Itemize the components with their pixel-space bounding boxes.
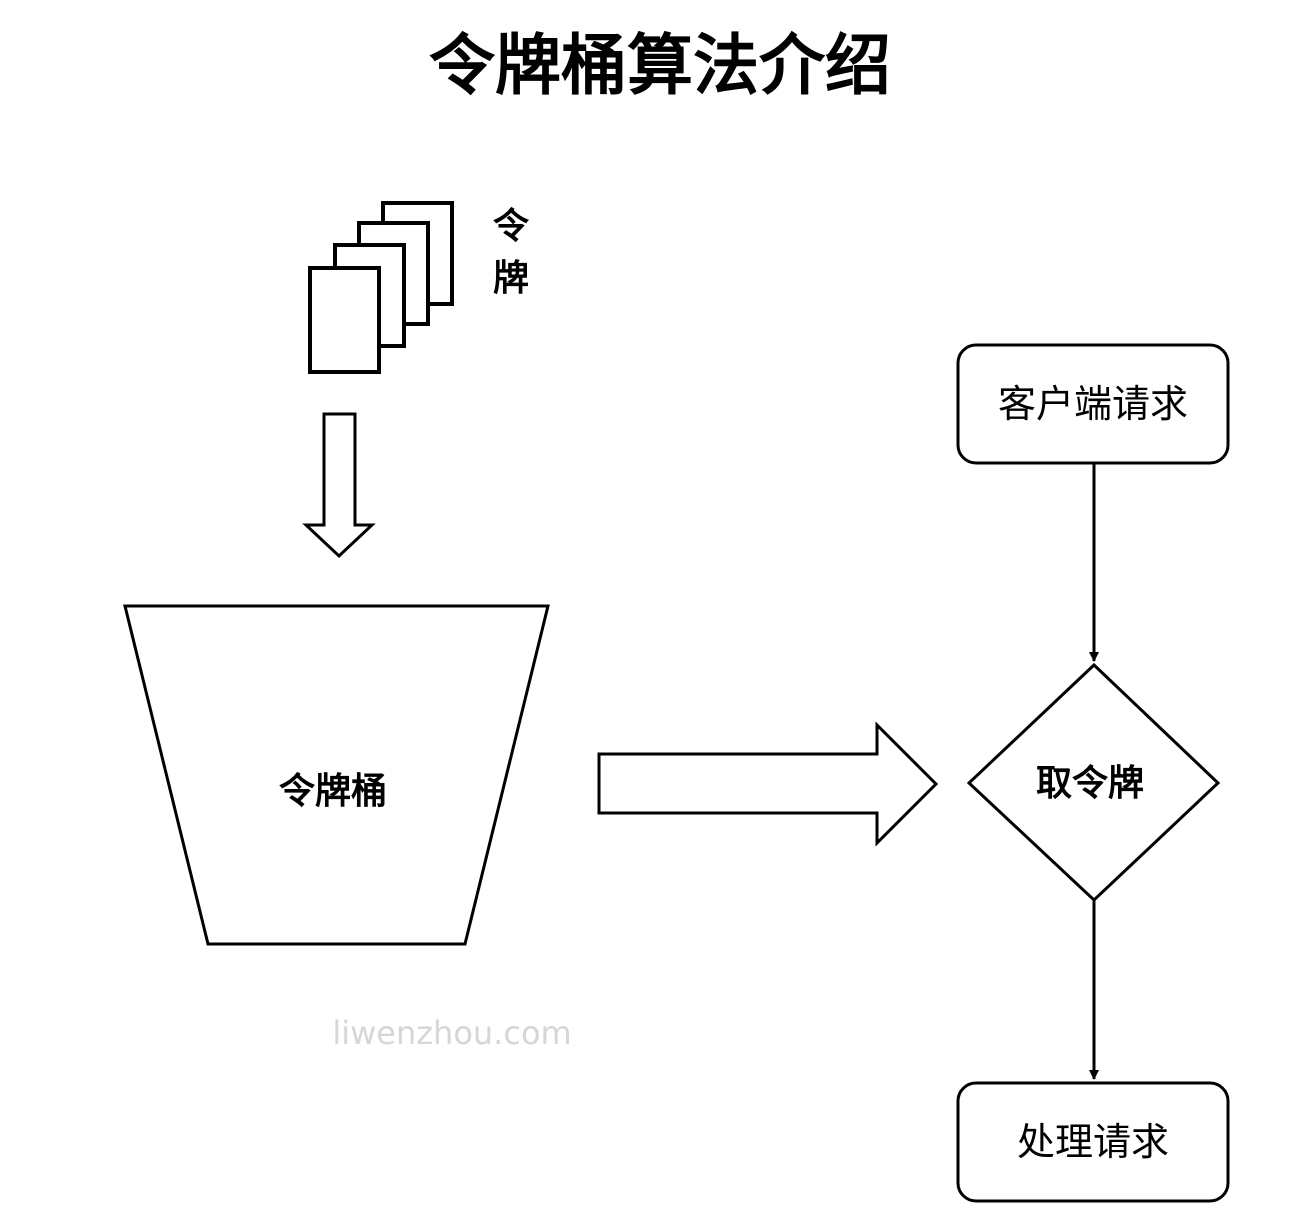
process-request-label: 处理请求 — [1017, 1120, 1169, 1164]
token-stack-icon — [308, 201, 454, 374]
process-request-node — [956, 1081, 1230, 1203]
hollow-right-arrow — [597, 721, 939, 847]
diagram-title: 令牌桶算法介绍 — [429, 27, 891, 104]
token-card — [308, 266, 381, 374]
watermark: liwenzhou.com — [332, 1014, 571, 1052]
token-bucket-label: 令牌桶 — [279, 771, 387, 812]
client-request-label: 客户端请求 — [998, 382, 1188, 426]
token-label-char-2: 牌 — [493, 258, 529, 299]
hollow-down-arrow — [302, 412, 376, 559]
token-bucket-shape — [123, 604, 550, 946]
token-label-char-1: 令 — [493, 206, 530, 247]
take-token-label: 取令牌 — [1036, 763, 1144, 804]
